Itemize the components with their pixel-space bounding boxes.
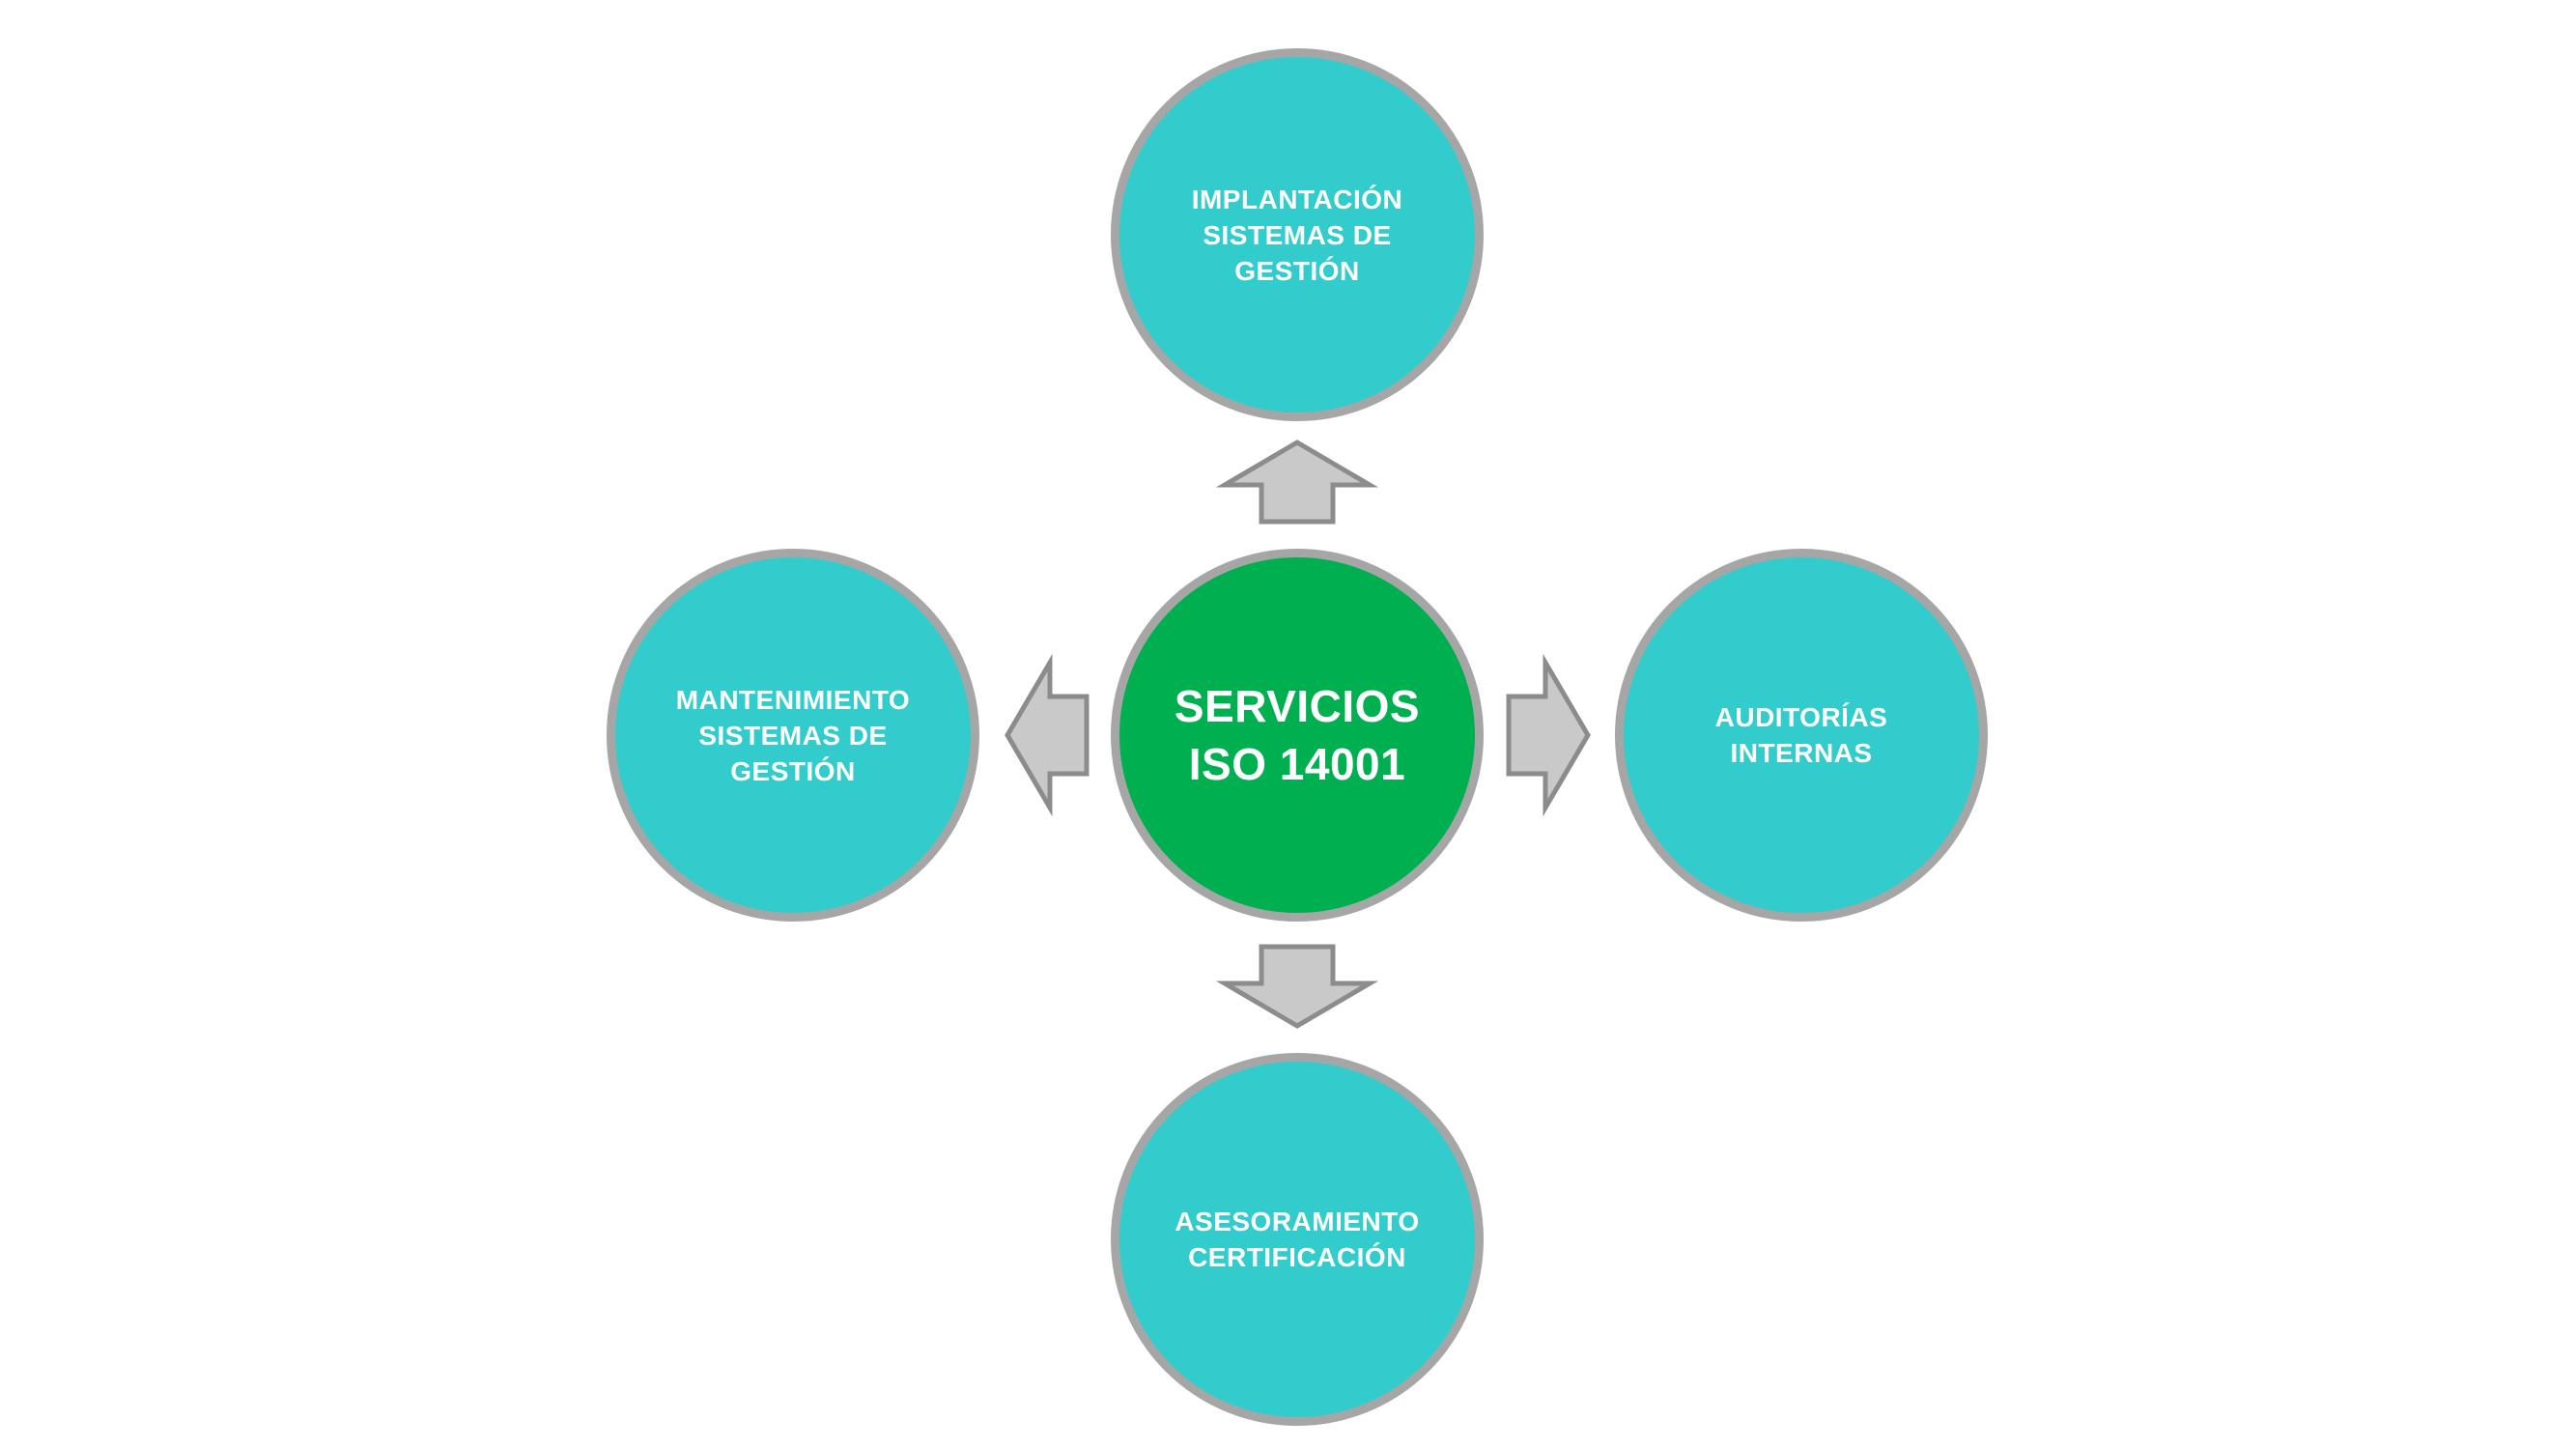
node-mantenimiento-label: MANTENIMIENTO SISTEMAS DE GESTIÓN (675, 684, 911, 786)
node-implantacion-label: IMPLANTACIÓN SISTEMAS DE GESTIÓN (1191, 184, 1403, 286)
arrow-left-icon (1005, 653, 1090, 817)
node-auditorias: AUDITORÍAS INTERNAS (1615, 549, 1988, 922)
node-mantenimiento: MANTENIMIENTO SISTEMAS DE GESTIÓN (607, 549, 979, 922)
node-asesoramiento: ASESORAMIENTO CERTIFICACIÓN (1111, 1053, 1484, 1426)
node-implantacion: IMPLANTACIÓN SISTEMAS DE GESTIÓN (1111, 48, 1484, 421)
node-servicios-center: SERVICIOS ISO 14001 (1111, 549, 1484, 922)
arrow-down-icon (1215, 944, 1379, 1029)
arrow-right-icon (1506, 653, 1591, 817)
node-asesoramiento-label: ASESORAMIENTO CERTIFICACIÓN (1175, 1207, 1420, 1272)
arrow-up-icon (1215, 440, 1379, 525)
node-auditorias-label: AUDITORÍAS INTERNAS (1714, 702, 1888, 768)
node-servicios-label: SERVICIOS ISO 14001 (1174, 681, 1421, 789)
